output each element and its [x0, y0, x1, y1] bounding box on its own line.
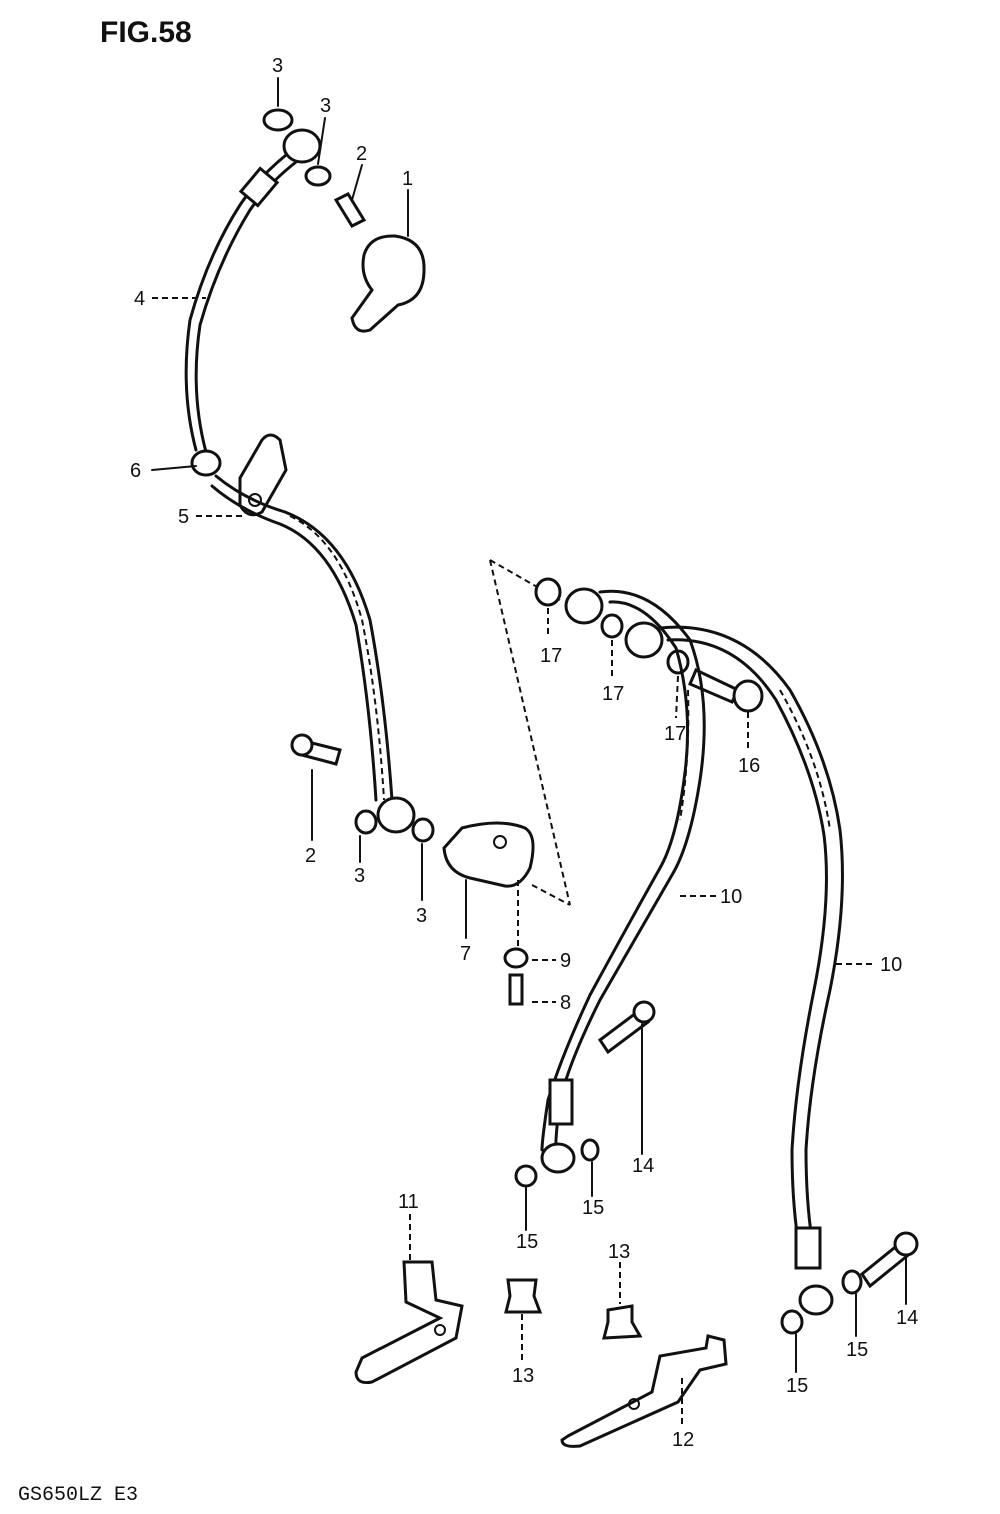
hose-ferrule-10-left — [548, 1078, 574, 1126]
callout-6: 6 — [130, 460, 141, 482]
callout-17: 17 — [540, 645, 562, 667]
callout-15: 15 — [582, 1197, 604, 1219]
callout-9: 9 — [560, 950, 571, 972]
washer-3-second — [304, 165, 332, 187]
callout-11: 11 — [398, 1191, 419, 1213]
grommet-13-right — [602, 1304, 643, 1340]
washer-15-left-b — [514, 1164, 538, 1188]
callout-2: 2 — [305, 845, 316, 867]
three-way-joint-7 — [442, 821, 535, 888]
union-bolt-2-top — [333, 192, 367, 228]
callout-16: 16 — [738, 755, 760, 777]
callout-5: 5 — [178, 506, 189, 528]
split-hose-assembly — [514, 577, 919, 1335]
cap-1 — [350, 234, 426, 333]
washer-3-lower-left — [354, 809, 378, 835]
brake-hose-4 — [184, 153, 288, 452]
callout-14: 14 — [632, 1155, 654, 1177]
callout-10: 10 — [880, 954, 902, 976]
washer-17-b — [600, 613, 624, 639]
callout-2: 2 — [356, 143, 367, 165]
brake-hose-10-right — [658, 625, 844, 1242]
union-fitting-top — [282, 128, 322, 164]
bolt-8 — [508, 973, 524, 1006]
union-bolt-16 — [688, 667, 741, 704]
callout-15: 15 — [516, 1231, 538, 1253]
washer-15-left-a — [580, 1138, 600, 1162]
callout-3: 3 — [354, 865, 365, 887]
washer-3-lower-right — [411, 817, 435, 843]
washer-3-top — [262, 108, 294, 132]
washer-9 — [503, 947, 529, 969]
callout-15: 15 — [846, 1339, 868, 1361]
callout-17: 17 — [602, 683, 624, 705]
callout-14: 14 — [896, 1307, 918, 1329]
union-fitting-a — [564, 587, 604, 625]
figure-title: FIG.58 — [100, 16, 192, 49]
callout-1: 1 — [402, 168, 413, 190]
callout-3: 3 — [272, 55, 283, 77]
grommet-13-left — [504, 1278, 543, 1314]
bottom-brackets — [354, 1260, 728, 1448]
washer-15-right-b — [780, 1309, 804, 1335]
braided-hose — [214, 474, 394, 802]
union-fitting-left-caliper — [540, 1142, 576, 1174]
union-fitting-b — [624, 621, 664, 659]
callout-3: 3 — [416, 905, 427, 927]
union-fitting-right-caliper — [798, 1284, 834, 1316]
callout-15: 15 — [786, 1375, 808, 1397]
washer-15-right-a — [841, 1269, 863, 1295]
bracket-11 — [354, 1260, 464, 1384]
callout-3: 3 — [320, 95, 331, 117]
callout-10: 10 — [720, 886, 742, 908]
callout-13: 13 — [608, 1241, 630, 1263]
hose-ferrule-4 — [238, 166, 280, 208]
callout-12: 12 — [672, 1429, 694, 1451]
callout-4: 4 — [134, 288, 145, 310]
bracket-12 — [560, 1334, 728, 1448]
washer-17-a — [534, 577, 562, 607]
callout-13: 13 — [512, 1365, 534, 1387]
callout-8: 8 — [560, 992, 571, 1014]
leader-lines — [151, 77, 907, 1424]
upper-hose-assembly — [184, 108, 535, 1006]
callout-17: 17 — [664, 723, 686, 745]
union-fitting-lower — [376, 796, 416, 834]
grommet-6 — [190, 449, 222, 477]
callout-labels: 3 3 2 1 4 6 5 2 3 3 7 9 8 17 17 17 16 10… — [130, 55, 918, 1451]
model-code: GS650LZ E3 — [18, 1484, 138, 1507]
hose-ferrule-10-right — [794, 1226, 822, 1270]
callout-7: 7 — [460, 943, 471, 965]
